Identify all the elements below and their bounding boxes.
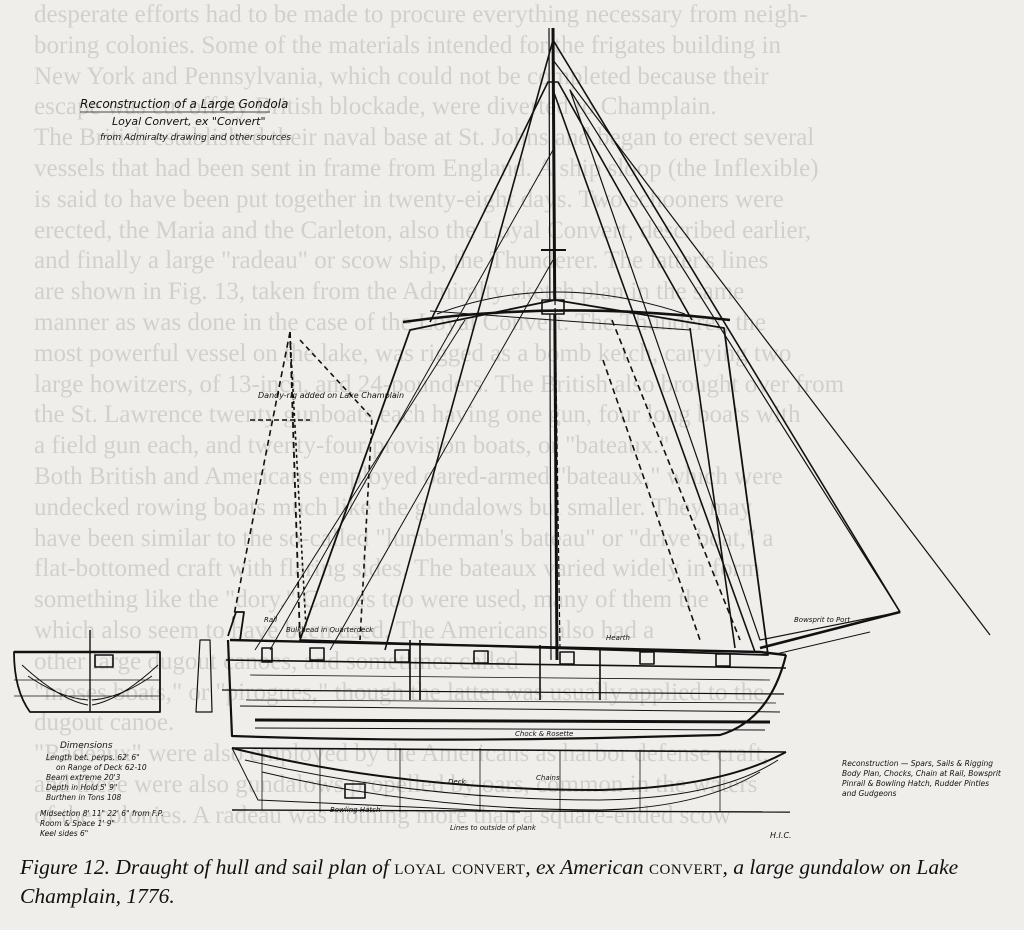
label-chains: Chains [536,774,560,782]
dimension-line: Beam extreme 20'3 [46,773,121,782]
label-deck: Deck [448,778,467,786]
caption-suffix: , a large gundalow on Lake Champlain, 17… [20,855,959,908]
midsection-note: Midsection 8' 11" 22' 6" from F.P. [40,809,164,818]
caption-ship-name: loyal convert [394,855,526,879]
dimension-line: Length bet. perps. 62' 6" [46,753,140,762]
dimension-line: Burthen in Tons 108 [46,793,121,802]
label-bowling-hatch: Bowling Hatch [330,806,380,814]
midsection-note: Room & Space 1' 9" [40,819,115,828]
reconstruction-note: Reconstruction — Spars, Sails & Rigging [842,759,993,768]
draughtsman-signature: H.I.C. [770,831,792,840]
label-hearth: Hearth [606,634,630,642]
drawing-subtitle: Loyal Convert, ex "Convert" [112,115,266,128]
drawing-title: Reconstruction of a Large Gondola [80,97,288,111]
caption-mid: , ex American [525,855,650,879]
reconstruction-note: Pinrail & Bowling Hatch, Rudder Pintles [842,779,989,788]
drawing-source-note: from Admiralty drawing and other sources [100,133,291,143]
caption-prefix: Figure 12. Draught of hull and sail plan… [20,855,395,879]
midsection-note: Keel sides 6" [40,829,88,838]
caption-ex-name: convert [649,855,723,879]
reconstruction-note: and Gudgeons [842,789,897,798]
label-bulkhead: Bulkhead in Quarterdeck [286,626,374,634]
figure-caption: Figure 12. Draught of hull and sail plan… [20,853,1010,911]
label-bowsprit: Bowsprit to Port [794,616,850,624]
dandy-rig-note: Dandy-rig added on Lake Champlain [258,391,404,400]
dimension-line: on Range of Deck 62-10 [56,763,147,772]
dimensions-heading: Dimensions [60,741,113,751]
dimension-line: Depth in Hold 5' 9" [46,783,117,792]
ship-draught-drawing: Reconstruction of a Large Gondola Loyal … [13,27,1002,840]
label-rail: Rail [264,616,277,624]
label-lines: Lines to outside of plank [450,824,537,832]
label-chock: Chock & Rosette [515,730,573,738]
reconstruction-note: Body Plan, Chocks, Chain at Rail, Bowspr… [842,769,1002,778]
